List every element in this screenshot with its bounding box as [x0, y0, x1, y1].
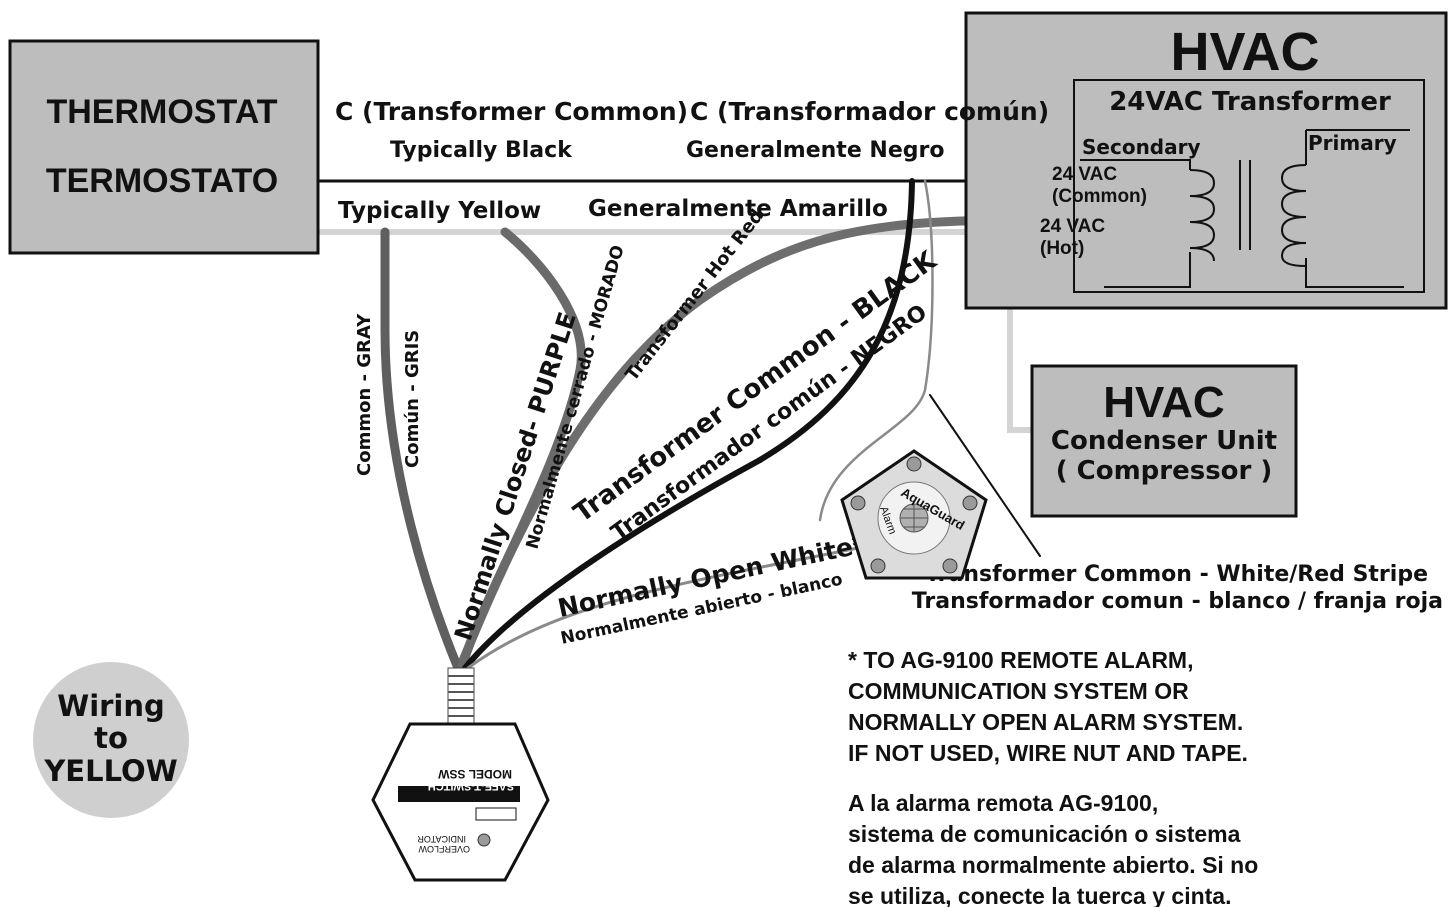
switch-cable-sleeve — [447, 667, 475, 725]
badge-circle — [33, 662, 189, 818]
condenser-box: HVAC Condenser Unit ( Compressor ) — [1030, 364, 1298, 518]
note-english: * TO AG-9100 REMOTE ALARM, COMMUNICATION… — [848, 647, 1248, 766]
note-es-line: sistema de comunicación o sistema — [848, 821, 1241, 847]
gray-common-wire — [380, 227, 463, 673]
transformer-frame — [1073, 79, 1425, 293]
overflow-indicator-light — [477, 833, 491, 847]
stripe-wire — [818, 179, 934, 522]
yellow-wire-top — [315, 229, 1035, 433]
badge-line1: Wiring — [57, 689, 165, 723]
condenser-title: HVAC — [1103, 378, 1224, 427]
secondary-coil — [1189, 169, 1216, 262]
note-en-line: IF NOT USED, WIRE NUT AND TAPE. — [848, 740, 1248, 766]
secondary-bracket — [1080, 159, 1191, 288]
aquaguard-screw-5 — [850, 495, 866, 511]
primary-coil — [1280, 164, 1307, 267]
condenser-line1: Condenser Unit — [1051, 426, 1277, 456]
note-spanish: A la alarma remota AG-9100, sistema de c… — [848, 790, 1258, 907]
aquaguard-screw-4 — [870, 558, 886, 574]
safe-t-switch: MODEL SSW SAFE-T-SWITCH OVERFLOW INDICAT… — [371, 667, 550, 882]
hvac-title: HVAC — [1170, 22, 1319, 82]
stripe-leader — [929, 394, 1041, 557]
aquaguard-screw-1 — [906, 456, 922, 472]
badge-line3: YELLOW — [43, 754, 177, 788]
indicator-line2: INDICATOR — [417, 834, 466, 844]
note-en-line: * TO AG-9100 REMOTE ALARM, — [848, 647, 1193, 673]
common-terminal-label-2: (Common) — [1052, 186, 1147, 207]
switch-name-plate — [398, 786, 520, 802]
yellow-en: Typically Yellow — [338, 198, 541, 224]
primary-bracket — [1305, 129, 1410, 288]
label-common-gray: Common - GRAY — [354, 313, 375, 476]
transformer-title: 24VAC Transformer — [1109, 87, 1391, 117]
note-en-line: COMMUNICATION SYSTEM OR — [848, 678, 1189, 704]
wire-labels: Common - GRAY Común - GRIS Normally Clos… — [354, 206, 943, 649]
badge-line2: to — [94, 721, 128, 755]
indicator-line1: OVERFLOW — [418, 844, 470, 854]
note-es-line: de alarma normalmente abierto. Si no — [848, 852, 1258, 878]
aquaguard-screw-3 — [942, 558, 958, 574]
c-common-es: C (Transformador común) — [690, 97, 1049, 126]
wiring-badge: Wiring to YELLOW — [33, 662, 189, 818]
stripe-label-es: Transformador comun - blanco / franja ro… — [912, 589, 1443, 614]
c-common-es-sub: Generalmente Negro — [686, 138, 944, 163]
top-wire-labels: C (Transformer Common) Typically Black C… — [335, 97, 1049, 224]
hvac-main-box: HVAC 24VAC Transformer Secondary Primary… — [964, 11, 1448, 310]
switch-logo — [475, 807, 517, 821]
black-common-wire — [462, 178, 915, 671]
globe-grid — [900, 504, 928, 532]
note-es-line: A la alarma remota AG-9100, — [848, 790, 1158, 816]
yellow-es: Generalmente Amarillo — [588, 196, 888, 222]
condenser-line2: ( Compressor ) — [1056, 456, 1273, 486]
c-common-en: C (Transformer Common) — [335, 97, 688, 126]
switch-model: MODEL SSW — [438, 767, 512, 781]
termostato-label: TERMOSTATO — [46, 162, 278, 200]
stripe-label-en: Transformer Common - White/Red Stripe — [925, 562, 1428, 587]
thermostat-box: THERMOSTAT TERMOSTATO — [8, 39, 320, 255]
switch-sleeve-ribs — [448, 675, 474, 717]
c-common-en-sub: Typically Black — [390, 138, 573, 163]
aquaguard-screw-2 — [962, 495, 978, 511]
wires — [315, 178, 1051, 673]
note-en-line: NORMALLY OPEN ALARM SYSTEM. — [848, 709, 1243, 735]
purple-nc-wire — [457, 227, 586, 673]
hot-terminal-label-2: (Hot) — [1040, 238, 1084, 259]
common-terminal-label-1: 24 VAC — [1052, 164, 1117, 185]
white-no-wire — [466, 546, 860, 670]
label-comun-gris: Común - GRIS — [402, 330, 423, 468]
thermostat-label: THERMOSTAT — [46, 93, 277, 131]
switch-name: SAFE-T-SWITCH — [428, 780, 514, 792]
primary-label: Primary — [1308, 131, 1397, 155]
note-es-line: se utiliza, conecte la tuerca y cinta. — [848, 883, 1232, 907]
secondary-label: Secondary — [1082, 135, 1201, 159]
aquaguard-alarm: AquaGuard Alarm — [840, 449, 988, 580]
hot-terminal-label-1: 24 VAC — [1040, 216, 1105, 237]
